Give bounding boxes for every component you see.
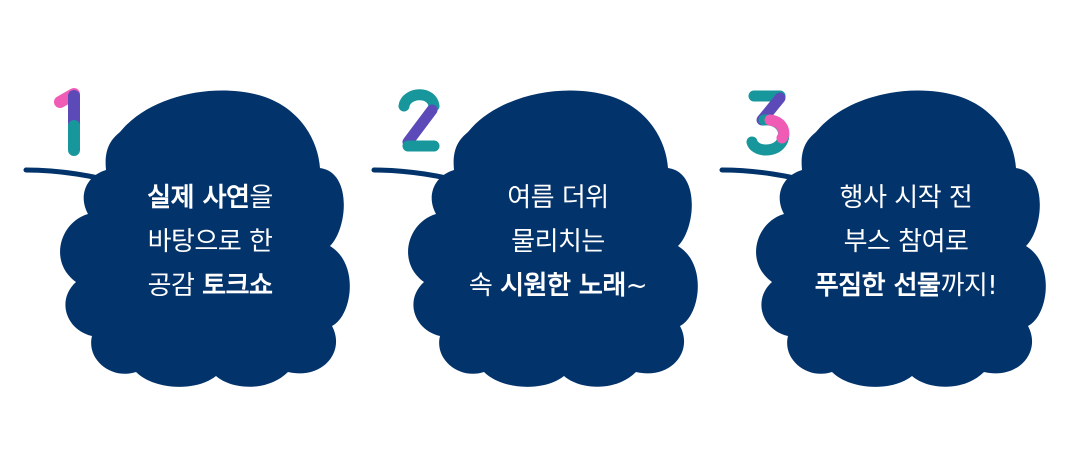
feature-text-1: 실제 사연을 바탕으로 한 공감 토크쇼 <box>110 176 310 308</box>
text-line: 푸짐한 선물까지! <box>806 264 1006 308</box>
text-segment: 공감 <box>147 271 203 301</box>
feature-card-2: 여름 더위 물리치는 속 시원한 노래~ <box>348 0 708 452</box>
numeral-three-icon <box>746 90 790 156</box>
feature-text-3: 행사 시작 전 부스 참여로 푸짐한 선물까지! <box>806 176 1006 308</box>
monstera-leaf-icon <box>719 90 1046 387</box>
monstera-leaf-icon <box>23 90 350 387</box>
text-segment: 토크쇼 <box>202 271 273 301</box>
numeral-two-icon <box>398 89 440 152</box>
feature-text-2: 여름 더위 물리치는 속 시원한 노래~ <box>458 176 658 308</box>
text-segment: 행사 시작 전 <box>839 183 973 213</box>
text-segment: 물리치는 <box>511 227 605 257</box>
numeral-one-icon <box>54 88 80 156</box>
feature-card-1: 실제 사연을 바탕으로 한 공감 토크쇼 <box>0 0 360 452</box>
text-line: 부스 참여로 <box>806 220 1006 264</box>
feature-card-3: 행사 시작 전 부스 참여로 푸짐한 선물까지! <box>696 0 1056 452</box>
text-line: 실제 사연을 <box>110 176 310 220</box>
text-segment: ~ <box>625 271 648 301</box>
monstera-leaf-icon <box>371 90 698 387</box>
text-line: 바탕으로 한 <box>110 220 310 264</box>
text-segment: 푸짐한 선물 <box>814 271 941 301</box>
text-segment: 실제 사연 <box>147 183 250 213</box>
text-line: 물리치는 <box>458 220 658 264</box>
text-segment: 시원한 노래 <box>500 271 626 301</box>
text-line: 속 시원한 노래~ <box>458 264 658 308</box>
text-segment: 바탕으로 한 <box>147 227 273 257</box>
text-segment: 속 <box>468 271 501 301</box>
text-segment: 까지! <box>940 271 998 301</box>
text-segment: 부스 참여로 <box>843 227 969 257</box>
text-line: 여름 더위 <box>458 176 658 220</box>
text-segment: 을 <box>249 183 273 213</box>
text-line: 공감 토크쇼 <box>110 264 310 308</box>
text-segment: 여름 더위 <box>507 183 609 213</box>
text-line: 행사 시작 전 <box>806 176 1006 220</box>
